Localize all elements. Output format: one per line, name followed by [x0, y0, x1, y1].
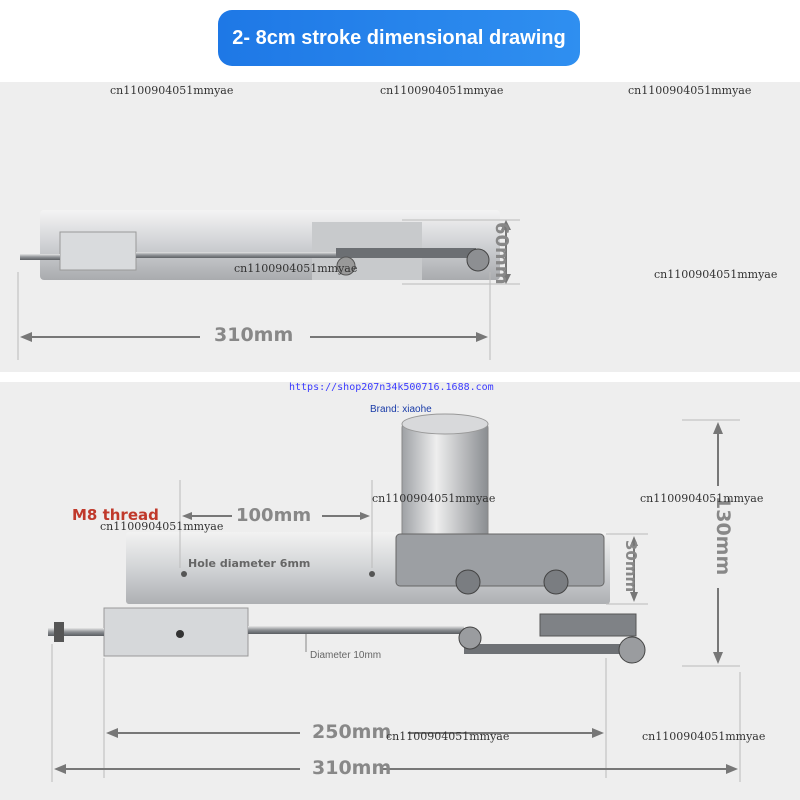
eye-joint: [618, 636, 646, 664]
eye-joint: [466, 248, 490, 272]
watermark: cn1100904051mmyae: [372, 492, 496, 505]
watermark: cn1100904051mmyae: [640, 492, 764, 505]
total-height-label: 130mm: [712, 496, 734, 576]
rod-end-left: [20, 254, 60, 260]
title-text: 2- 8cm stroke dimensional drawing: [232, 26, 566, 49]
thread-label: M8 thread: [72, 506, 159, 524]
cylinder-block: [59, 231, 137, 271]
linkage-rod: [336, 248, 476, 258]
linkage-rod: [464, 644, 644, 654]
spacing-label: 100mm: [236, 505, 312, 526]
rod-diameter-label: Diameter 10mm: [310, 650, 382, 661]
top-length-label: 310mm: [214, 324, 294, 346]
watermark: cn1100904051mmyae: [110, 84, 234, 97]
shop-url: https://shop207n34k500716.1688.com: [289, 382, 494, 393]
hole-diameter-label: Hole diameter 6mm: [188, 557, 311, 570]
piston-rod: [136, 252, 336, 258]
mount-hole-right: [369, 571, 375, 577]
rod-end-joint: [458, 626, 482, 650]
watermark: cn1100904051mmyae: [654, 268, 778, 281]
piston-rod: [248, 626, 464, 634]
watermark: cn1100904051mmyae: [642, 730, 766, 743]
crank-arm: [539, 613, 637, 637]
top-height-label: 60mm: [491, 222, 512, 285]
watermark: cn1100904051mmyae: [234, 262, 358, 275]
brand-label: Brand: xiaohe: [370, 404, 432, 415]
total-length-label: 310mm: [312, 757, 392, 779]
gearbox: [395, 533, 605, 587]
mount-hole-left: [181, 571, 187, 577]
watermark: cn1100904051mmyae: [380, 84, 504, 97]
top-actuator-drawing: [17, 210, 520, 360]
stroke-length-label: 250mm: [312, 721, 392, 743]
bottom-actuator-drawing: [48, 413, 741, 782]
gearbox-height-label: 30mm: [622, 540, 640, 593]
motor-body: [401, 421, 489, 541]
watermark: cn1100904051mmyae: [386, 730, 510, 743]
threaded-end: [48, 628, 104, 636]
cylinder-block: [103, 607, 249, 657]
watermark: cn1100904051mmyae: [100, 520, 224, 533]
watermark: cn1100904051mmyae: [628, 84, 752, 97]
title-banner: 2- 8cm stroke dimensional drawing: [218, 10, 580, 66]
rod-end-joint: [336, 256, 356, 276]
